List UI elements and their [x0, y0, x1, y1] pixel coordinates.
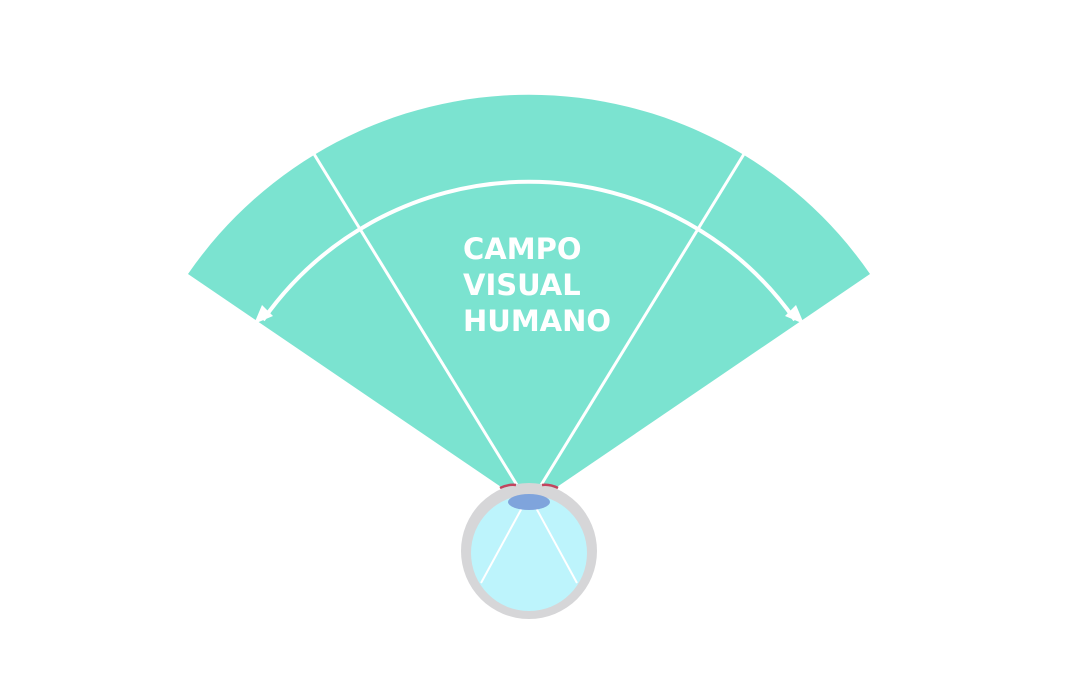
field-label-line-2: VISUAL [463, 268, 581, 302]
eyelid-left [499, 483, 517, 490]
arrowhead-right-icon [785, 305, 804, 324]
eyelid-right [541, 483, 559, 490]
eye-ray-left [480, 505, 524, 584]
sector-divider-left [312, 153, 522, 491]
visual-field-sector [188, 94, 870, 507]
arrowhead-left-icon [254, 305, 273, 324]
sector-divider-right [536, 153, 746, 491]
eye-icon [461, 483, 597, 619]
arc-arrow-icon [261, 179, 797, 322]
eye-inner [471, 495, 587, 611]
field-label-line-3: HUMANO [463, 304, 611, 338]
field-label: CAMPO VISUAL HUMANO [463, 232, 611, 338]
field-label-line-1: CAMPO [463, 232, 582, 266]
eye-ray-right [534, 505, 578, 584]
eye-lens [508, 494, 550, 510]
